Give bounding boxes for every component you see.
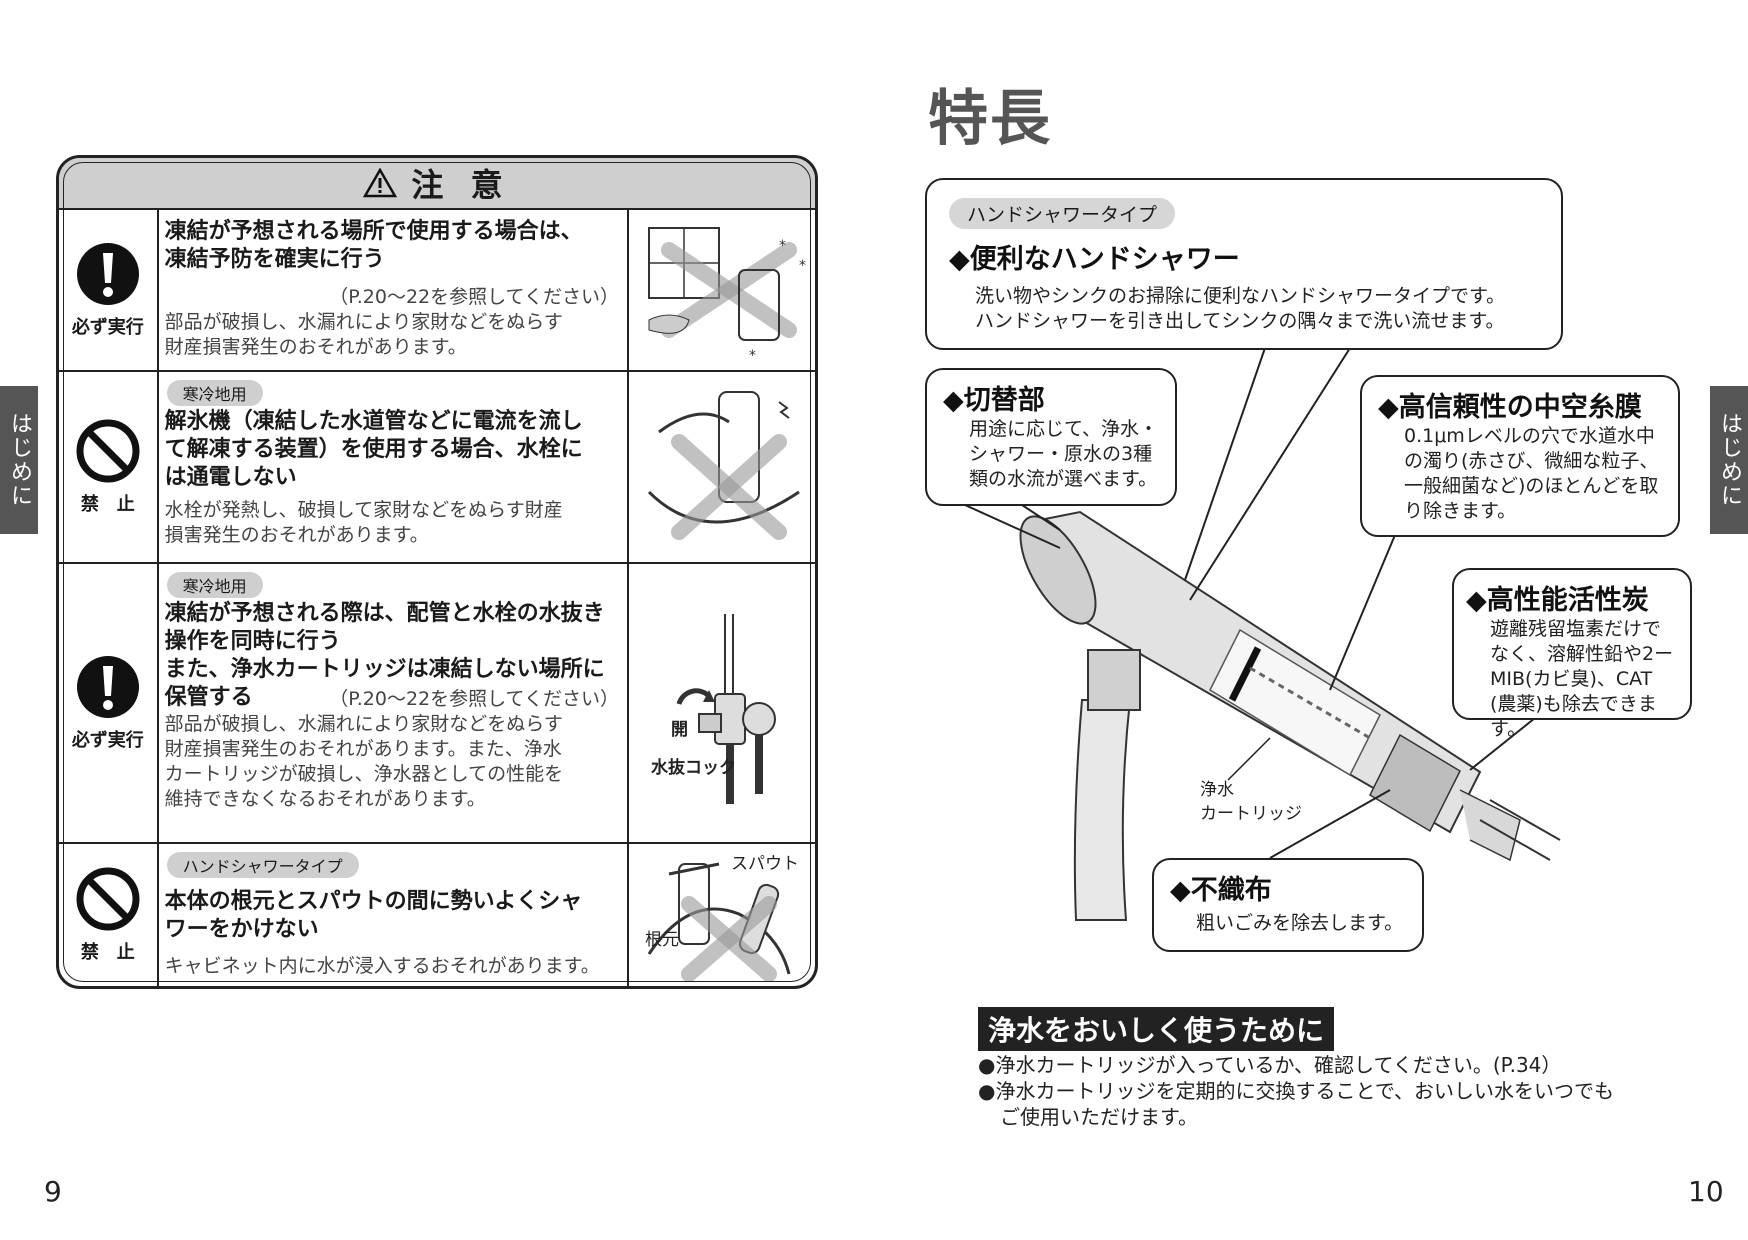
carbon-description: 遊離残留塩素だけで なく、溶解性鉛や2ー MIB(カビ臭)、CAT (農薬)も除… (1490, 618, 1674, 740)
page-reference: （P.20〜22を参照してください） (329, 688, 619, 710)
region-tag: 寒冷地用 (166, 572, 263, 598)
switch-part-description: 用途に応じて、浄水・ シャワー・原水の3種 類の水流が選べます。 (969, 418, 1159, 490)
spout-label: スパウト (731, 854, 799, 874)
mandatory-icon (76, 656, 139, 718)
caution-icon-cell: 禁 止 (59, 844, 159, 986)
region-tag: 寒冷地用 (166, 380, 263, 406)
hand-shower-callout: ハンドシャワータイプ ◆便利なハンドシャワー 洗い物やシンクのお掃除に便利なハン… (925, 178, 1563, 350)
side-tab-right: はじめに (1710, 386, 1748, 534)
caution-icon-cell: 必ず実行 (59, 564, 159, 842)
side-tab-left: はじめに (0, 386, 38, 534)
shower-spout-illustration: スパウト 根元 (629, 844, 815, 986)
icon-label: 禁 止 (80, 942, 135, 963)
nonwoven-heading: ◆不織布 (1170, 875, 1272, 906)
features-title: 特長 (928, 84, 1052, 154)
drain-cock-label: 水抜コック (651, 758, 736, 778)
hollow-fiber-membrane-callout: ◆高信頼性の中空糸膜 0.1μmレベルの穴で水道水中 の濁り(赤さび、微細な粒子… (1360, 375, 1680, 537)
warning-triangle-icon (363, 168, 398, 198)
carbon-heading: ◆高性能活性炭 (1466, 585, 1649, 616)
hand-shower-description: 洗い物やシンクのお掃除に便利なハンドシャワータイプです。 ハンドシャワーを引き出… (975, 285, 1506, 332)
svg-text:*: * (779, 238, 786, 254)
caution-text-cell: ハンドシャワータイプ 本体の根元とスパウトの間に勢いよくシャ ワーをかけない キ… (159, 844, 629, 986)
caution-icon-cell: 必ず実行 (59, 210, 159, 370)
caution-description: 水栓が発熱し、破損して家財などをぬらす財産 損害発生のおそれがあります。 (164, 499, 563, 546)
caution-text-cell: 寒冷地用 凍結が予想される際は、配管と水栓の水抜き 操作を同時に行う また、浄水… (159, 564, 629, 842)
open-label: 開 (671, 720, 688, 740)
caution-main-text: 凍結が予想される際は、配管と水栓の水抜き 操作を同時に行う また、浄水カートリッ… (164, 601, 605, 710)
tips-list: ●浄水カートリッジが入っているか、確認してください。(P.34） ●浄水カートリ… (978, 1052, 1614, 1130)
caution-row: 必ず実行 寒冷地用 凍結が予想される際は、配管と水栓の水抜き 操作を同時に行う … (59, 564, 815, 844)
prohibited-icon (76, 419, 140, 483)
activated-carbon-callout: ◆高性能活性炭 遊離残留塩素だけで なく、溶解性鉛や2ー MIB(カビ臭)、CA… (1452, 568, 1692, 740)
tip-item: ●浄水カートリッジを定期的に交換することで、おいしい水をいつでも (978, 1079, 1615, 1103)
page-number-right: 10 (1688, 1175, 1724, 1208)
page-number-left: 9 (44, 1175, 62, 1208)
faucet-cutaway-illustration (1019, 510, 1561, 921)
caution-main-text: 解氷機（凍結した水道管などに電流を流し て解凍する装置）を使用する場合、水栓に … (164, 409, 583, 490)
prohibited-icon (76, 867, 140, 931)
tip-item: ご使用いただけます。 (1000, 1105, 1198, 1129)
svg-text:*: * (749, 348, 756, 364)
caution-description: 部品が破損し、水漏れにより家財などをぬらす 財産損害発生のおそれがあります。 (164, 311, 563, 358)
base-label: 根元 (645, 930, 679, 950)
caution-description: 部品が破損し、水漏れにより家財などをぬらす 財産損害発生のおそれがあります。また… (164, 713, 564, 810)
thawing-machine-illustration (629, 372, 815, 562)
frozen-faucet-illustration: * * * (629, 210, 815, 370)
switch-part-callout: ◆切替部 用途に応じて、浄水・ シャワー・原水の3種 類の水流が選べます。 (925, 368, 1177, 506)
membrane-heading: ◆高信頼性の中空糸膜 (1378, 392, 1642, 423)
caution-text-cell: 寒冷地用 解氷機（凍結した水道管などに電流を流し て解凍する装置）を使用する場合… (159, 372, 629, 562)
mandatory-icon (76, 243, 139, 305)
caution-row: 禁 止 ハンドシャワータイプ 本体の根元とスパウトの間に勢いよくシャ ワーをかけ… (59, 844, 815, 986)
hand-shower-type-pill: ハンドシャワータイプ (949, 198, 1176, 229)
caution-header: 注 意 (59, 158, 815, 210)
drain-cock-illustration: 開 水抜コック (629, 564, 815, 842)
icon-label: 必ず実行 (71, 317, 144, 338)
tips-heading: 浄水をおいしく使うために (978, 1007, 1335, 1051)
caution-row: 必ず実行 凍結が予想される場所で使用する場合は、 凍結予防を確実に行う （P.2… (59, 210, 815, 372)
nonwoven-fabric-callout: ◆不織布 粗いごみを除去します。 (1152, 858, 1424, 952)
tip-item: ●浄水カートリッジが入っているか、確認してください。(P.34） (978, 1053, 1562, 1077)
membrane-description: 0.1μmレベルの穴で水道水中 の濁り(赤さび、微細な粒子、 一般細菌など)のほ… (1404, 425, 1659, 522)
switch-part-heading: ◆切替部 (943, 385, 1045, 416)
icon-label: 必ず実行 (71, 730, 144, 751)
type-tag: ハンドシャワータイプ (166, 852, 359, 878)
caution-icon-cell: 禁 止 (59, 372, 159, 562)
caution-title: 注 意 (411, 166, 511, 204)
caution-box: 注 意 必ず実行 凍結が予想される場所で使用する場合は、 凍結予防を確実に行う … (56, 155, 818, 989)
caution-text-cell: 凍結が予想される場所で使用する場合は、 凍結予防を確実に行う （P.20〜22を… (159, 210, 629, 370)
caution-description: キャビネット内に水が浸入するおそれがあります。 (164, 955, 600, 977)
page-reference: （P.20〜22を参照してください） (329, 286, 619, 308)
hand-shower-heading: ◆便利なハンドシャワー (949, 244, 1240, 275)
cartridge-label: 浄水 カートリッジ (1200, 780, 1302, 824)
svg-text:*: * (799, 258, 806, 274)
caution-row: 禁 止 寒冷地用 解氷機（凍結した水道管などに電流を流し て解凍する装置）を使用… (59, 372, 815, 564)
nonwoven-description: 粗いごみを除去します。 (1196, 912, 1404, 934)
caution-main-text: 凍結が予想される場所で使用する場合は、 凍結予防を確実に行う (164, 219, 583, 272)
caution-main-text: 本体の根元とスパウトの間に勢いよくシャ ワーをかけない (164, 889, 583, 942)
icon-label: 禁 止 (80, 494, 135, 515)
